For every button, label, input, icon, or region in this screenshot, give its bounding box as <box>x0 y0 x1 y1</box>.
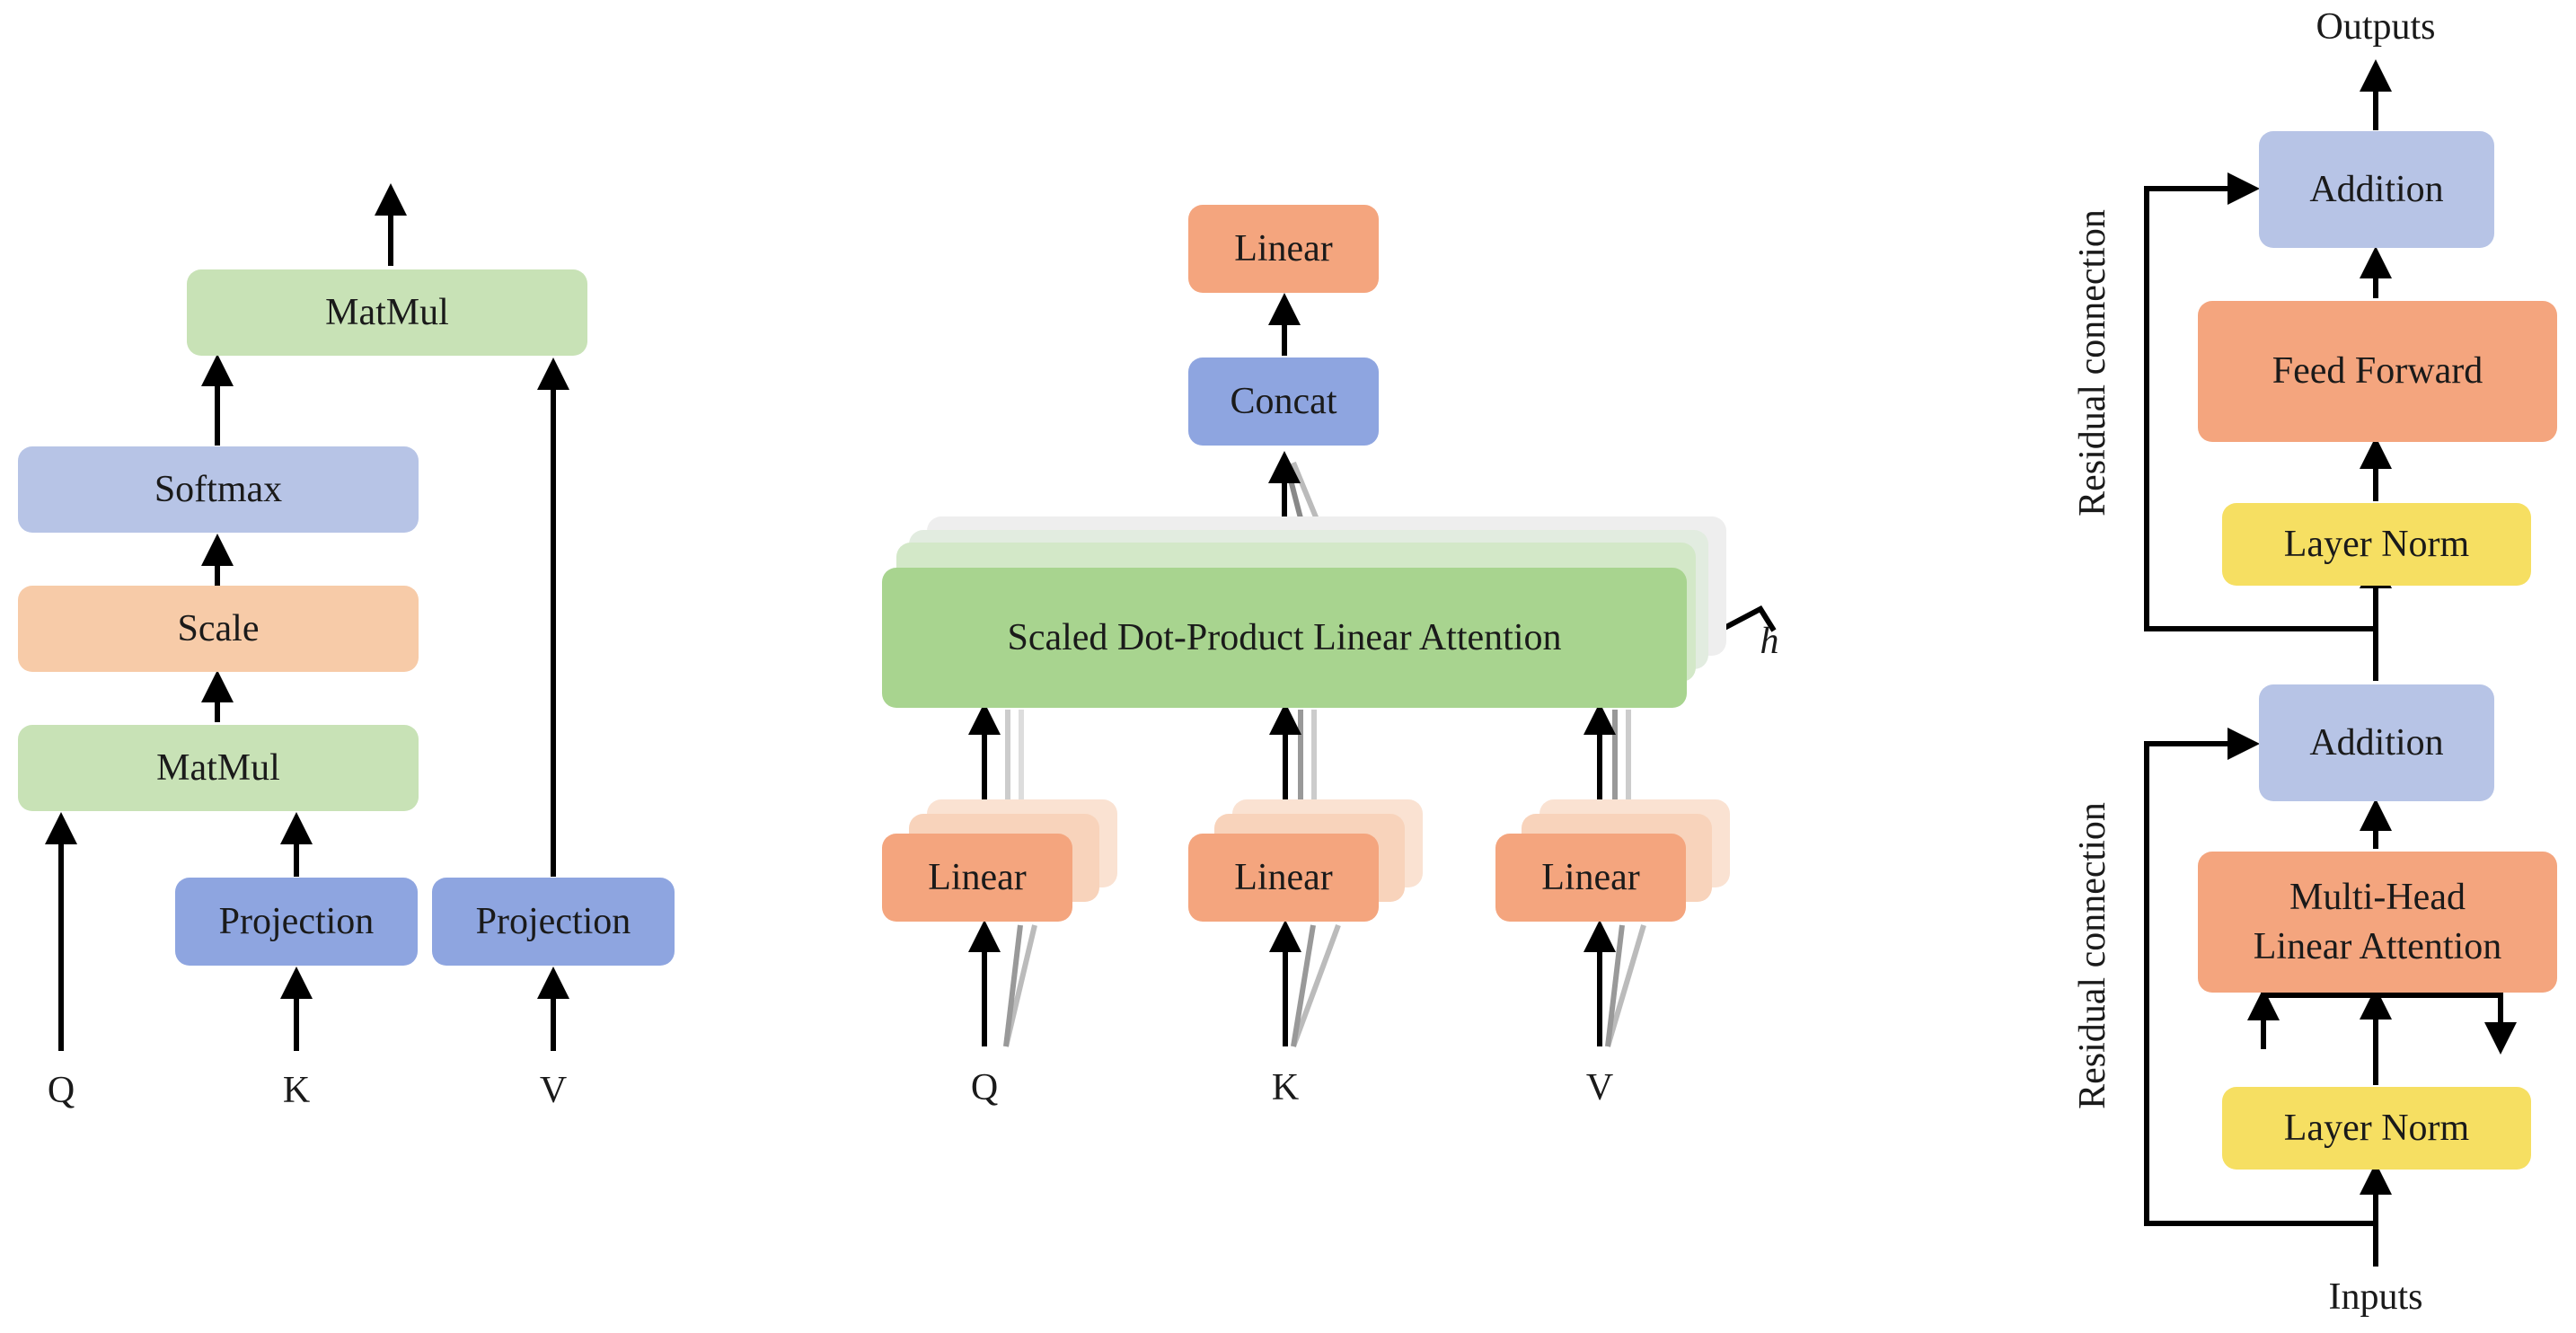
matmul-top-box: MatMul <box>187 269 587 356</box>
left-input-q: Q <box>47 1070 75 1111</box>
attention-label: Scaled Dot-Product Linear Attention <box>1007 616 1562 658</box>
inputs-label: Inputs <box>2328 1276 2423 1318</box>
residual-connection-bottom-label: Residual connection <box>2072 802 2113 1109</box>
linear-v-box: Linear <box>1495 834 1686 922</box>
attention-box: Scaled Dot-Product Linear Attention <box>882 568 1687 708</box>
mhla-label-line2: Linear Attention <box>2253 925 2502 967</box>
layer-norm-top-label: Layer Norm <box>2283 523 2470 565</box>
heads-label: h <box>1760 621 1779 662</box>
addition-top-label: Addition <box>2309 168 2444 210</box>
linear-k-label: Linear <box>1234 856 1333 898</box>
linear-q-box: Linear <box>882 834 1072 922</box>
projection-k-box: Projection <box>175 878 418 966</box>
residual-connection-top-label: Residual connection <box>2072 209 2113 516</box>
matmul-top-label: MatMul <box>325 291 449 333</box>
scale-label: Scale <box>177 607 260 649</box>
projection-v-label: Projection <box>475 900 631 942</box>
scale-box: Scale <box>18 586 419 672</box>
layer-norm-bottom-label: Layer Norm <box>2283 1107 2470 1149</box>
feed-forward-label: Feed Forward <box>2272 350 2483 393</box>
matmul-bottom-label: MatMul <box>156 746 280 789</box>
left-input-v: V <box>539 1070 568 1111</box>
linear-top-box: Linear <box>1188 205 1379 293</box>
middle-input-q: Q <box>970 1067 999 1108</box>
concat-box: Concat <box>1188 358 1379 446</box>
middle-input-k: K <box>1271 1067 1300 1108</box>
softmax-label: Softmax <box>154 468 283 510</box>
mhla-label-line1: Multi-Head <box>2289 876 2466 918</box>
linear-k-box: Linear <box>1188 834 1379 922</box>
outputs-label: Outputs <box>2316 6 2436 48</box>
linear-v-label: Linear <box>1541 856 1640 898</box>
softmax-box: Softmax <box>18 446 419 533</box>
feed-forward-box: Feed Forward <box>2198 301 2557 442</box>
right-connectors <box>2144 59 2517 1267</box>
left-connectors <box>45 183 569 1051</box>
linear-q-label: Linear <box>928 856 1027 898</box>
projection-v-box: Projection <box>432 878 675 966</box>
left-input-k: K <box>282 1070 311 1111</box>
multi-head-linear-attention-box: Multi-Head Linear Attention <box>2198 852 2557 993</box>
linear-top-label: Linear <box>1234 227 1333 269</box>
concat-label: Concat <box>1230 380 1337 422</box>
layer-norm-top-box: Layer Norm <box>2222 503 2531 586</box>
addition-bottom-label: Addition <box>2309 721 2444 764</box>
addition-top-box: Addition <box>2259 131 2494 248</box>
addition-bottom-box: Addition <box>2259 684 2494 801</box>
middle-input-v: V <box>1585 1067 1614 1108</box>
matmul-bottom-box: MatMul <box>18 725 419 811</box>
projection-k-label: Projection <box>218 900 375 942</box>
layer-norm-bottom-box: Layer Norm <box>2222 1087 2531 1170</box>
